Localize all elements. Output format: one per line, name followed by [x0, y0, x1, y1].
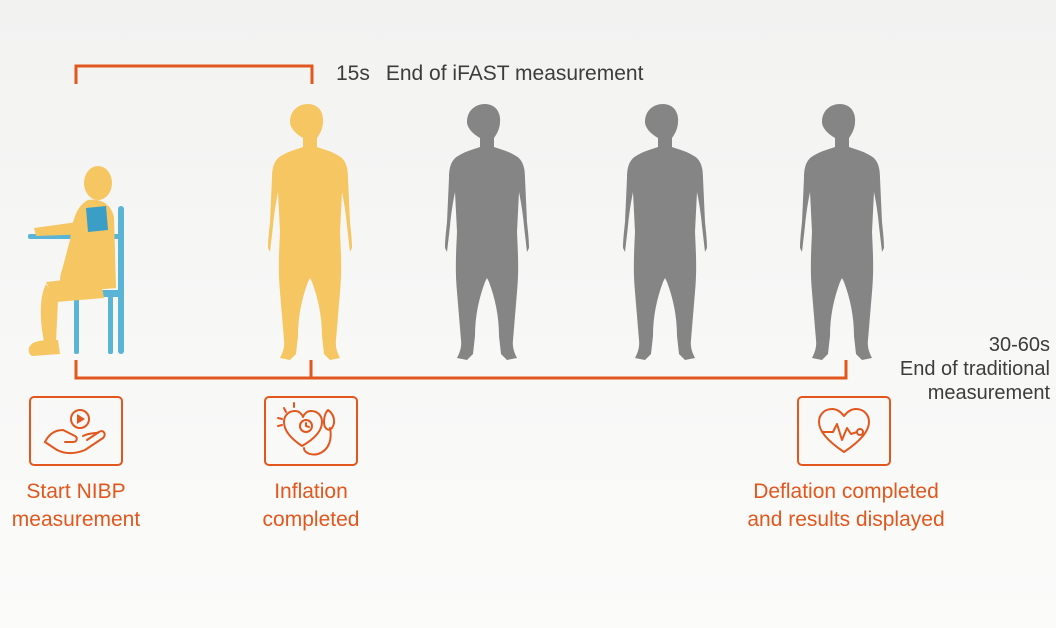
step-deflation-caption: Deflation completed and results displaye…: [726, 478, 966, 534]
step-deflation-icon-box: [797, 396, 891, 466]
heart-pump-icon: [277, 402, 336, 456]
figure-waiting-2: [623, 104, 707, 360]
seated-person-figure: [28, 166, 124, 356]
heart-pulse-icon: [818, 408, 870, 453]
timeline-axis: [74, 360, 848, 380]
figure-deflation: [800, 104, 884, 360]
ifast-label: 15s End of iFAST measurement: [336, 62, 643, 86]
step-inflation-line1: Inflation: [274, 480, 348, 503]
step-start-line1: Start NIBP: [26, 480, 126, 503]
play-hand-icon: [44, 409, 106, 454]
step-start-icon-box: [29, 396, 123, 466]
step-inflation-caption: Inflation completed: [236, 478, 386, 534]
traditional-time: 30-60s: [988, 334, 1050, 356]
step-deflation-line1: Deflation completed: [753, 480, 939, 503]
step-inflation-line2: completed: [262, 508, 360, 531]
figure-inflation: [268, 104, 352, 360]
traditional-label: 30-60s End of traditional measurement: [900, 333, 1050, 405]
ifast-bracket: [74, 64, 314, 84]
figure-waiting-1: [445, 104, 529, 360]
step-inflation-icon-box: [264, 396, 358, 466]
step-start-line2: measurement: [11, 508, 141, 531]
ifast-time: 15s: [336, 62, 370, 85]
step-start-caption: Start NIBP measurement: [0, 478, 152, 534]
traditional-text-line2: measurement: [927, 382, 1050, 404]
traditional-text-line1: End of traditional: [899, 358, 1050, 380]
step-deflation-line2: and results displayed: [747, 508, 945, 531]
ifast-text: End of iFAST measurement: [385, 62, 644, 85]
